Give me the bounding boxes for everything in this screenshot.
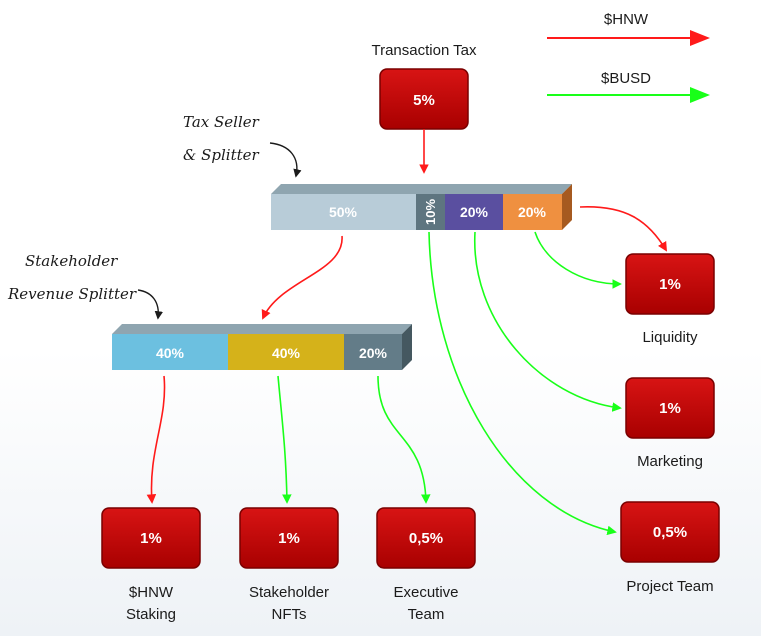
hnw-staking-value: 1% [140,530,162,547]
stakeholder-segment-40-yellow [228,334,344,370]
tax-segment-10 [416,194,445,230]
stakeholder-bar-side [402,324,412,370]
arrow-to-liquidity-hnw [579,206,667,252]
tax-splitter-bar: 50% 10% 20% 20% [271,184,572,230]
legend-busd-arrowhead [690,87,710,103]
stakeholder-segment-20-gray-label: 20% [359,345,388,361]
executive-team-label-line2: Team [408,606,445,623]
liquidity-label: Liquidity [642,329,698,346]
arrow-to-stakeholder-splitter [261,235,343,320]
tax-segment-10-label: 10% [423,199,438,225]
tax-splitter-bar-side [562,184,572,230]
tax-segment-50-label: 50% [329,204,358,220]
stakeholder-splitter-label-line2: Revenue Splitter [7,285,137,303]
transaction-tax-value: 5% [413,92,435,109]
marketing-value: 1% [659,400,681,417]
marketing-label: Marketing [637,453,703,470]
tax-segment-20-orange-label: 20% [518,204,547,220]
arrow-to-project-team [428,231,617,536]
liquidity-value: 1% [659,276,681,293]
stakeholder-nfts-label-line2: NFTs [272,606,307,623]
project-team-value: 0,5% [653,524,687,541]
arrow-to-liquidity-busd [534,231,622,289]
hnw-staking-label-line2: Staking [126,606,176,623]
stakeholder-segment-20-gray [344,334,402,370]
tax-splitter-bar-top [271,184,572,194]
tax-segment-20-orange [503,194,562,230]
tax-segment-50 [271,194,416,230]
stakeholder-nfts-value: 1% [278,530,300,547]
executive-team-box: 0,5% [376,507,476,569]
tax-segment-20-purple-label: 20% [460,204,489,220]
hnw-staking-box: 1% [101,507,201,569]
project-team-label: Project Team [626,578,713,595]
stakeholder-nfts-label-line1: Stakeholder [249,584,329,601]
project-team-box: 0,5% [620,501,720,563]
stakeholder-segment-40-blue-label: 40% [156,345,185,361]
transaction-tax-title: Transaction Tax [371,42,477,59]
legend-hnw-arrowhead [690,30,710,46]
stakeholder-splitter-label-line1: Stakeholder [25,252,118,270]
arrow-to-stakeholder-nfts [277,375,292,504]
executive-team-value: 0,5% [409,530,443,547]
tax-splitter-pointer-arrow [269,142,302,178]
stakeholder-segment-40-yellow-label: 40% [272,345,301,361]
tax-segment-20-purple [445,194,503,230]
tax-splitter-label-line2: & Splitter [183,146,260,164]
legend-busd-label: $BUSD [601,70,651,87]
marketing-box: 1% [625,377,715,439]
stakeholder-splitter-pointer-arrow [137,289,163,320]
arrow-to-executive-team [377,375,431,504]
tax-splitter-label-line1: Tax Seller [183,113,260,131]
legend-hnw-label: $HNW [604,11,649,28]
liquidity-box: 1% [625,253,715,315]
arrow-to-marketing [474,231,622,412]
arrow-to-hnw-staking [146,375,166,504]
stakeholder-segment-40-blue [112,334,228,370]
legend: $HNW $BUSD [547,11,710,103]
executive-team-label-line1: Executive [393,584,458,601]
stakeholder-splitter-bar: 40% 40% 20% [112,324,412,370]
stakeholder-bar-top [112,324,412,334]
stakeholder-nfts-box: 1% [239,507,339,569]
transaction-tax-box: 5% [379,68,469,130]
hnw-staking-label-line1: $HNW [129,584,174,601]
